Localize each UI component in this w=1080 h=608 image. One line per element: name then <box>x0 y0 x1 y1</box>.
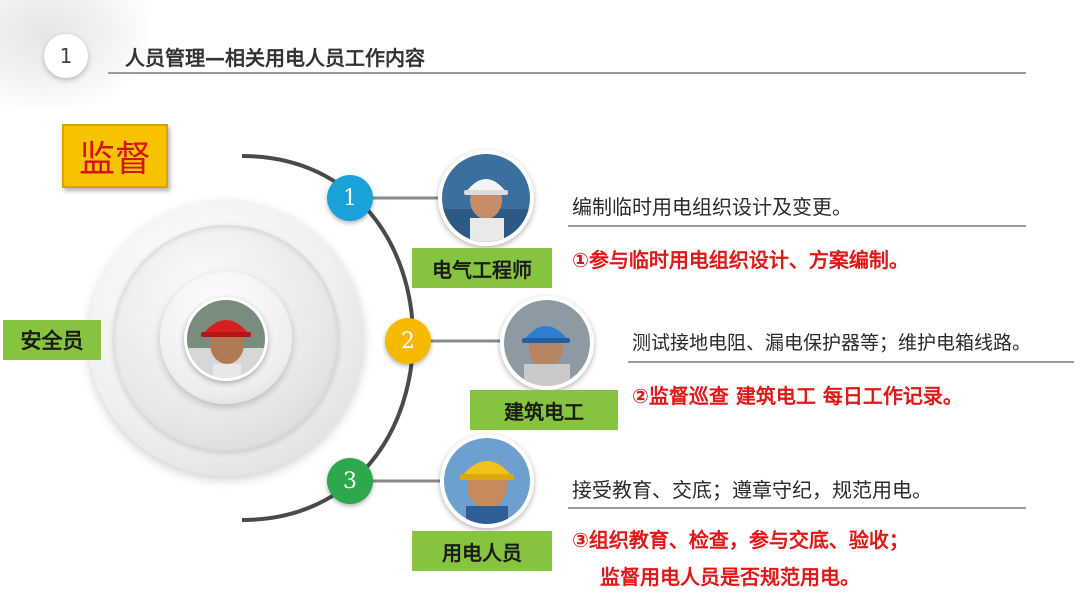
number-badge-1: 1 <box>327 175 373 221</box>
number-3: 3 <box>343 468 357 494</box>
item-3-duty-line-1: ③组织教育、检查，参与交底、验收； <box>572 528 909 552</box>
item-1-description: 编制临时用电组织设计及变更。 <box>572 195 852 219</box>
electrical-engineer-photo <box>438 150 534 246</box>
item-3-underline <box>568 507 1026 509</box>
section-number-badge: 1 <box>44 34 88 78</box>
supervise-box: 监督 <box>62 124 168 188</box>
item-1-duty: ①参与临时用电组织设计、方案编制。 <box>572 248 909 272</box>
item-1-underline <box>568 225 1026 227</box>
section-number: 1 <box>59 44 73 68</box>
safety-officer-photo <box>184 297 268 381</box>
electricity-user-photo <box>440 434 534 528</box>
role-label-electricity-user: 用电人员 <box>412 531 552 571</box>
role-label-construction-electrician: 建筑电工 <box>470 390 618 430</box>
number-badge-3: 3 <box>327 458 373 504</box>
number-2: 2 <box>401 328 415 354</box>
item-2-description: 测试接地电阻、漏电保护器等；维护电箱线路。 <box>632 332 1032 354</box>
item-3-description: 接受教育、交底；遵章守纪，规范用电。 <box>572 478 932 502</box>
title-underline <box>108 72 1026 74</box>
number-badge-2: 2 <box>385 318 431 364</box>
item-2-underline <box>628 361 1074 363</box>
construction-electrician-photo <box>500 296 594 390</box>
item-2-duty: ②监督巡查 建筑电工 每日工作记录。 <box>632 384 963 408</box>
role-label-electrical-engineer: 电气工程师 <box>412 248 552 288</box>
page-title: 人员管理—相关用电人员工作内容 <box>125 46 425 70</box>
number-1: 1 <box>343 185 357 211</box>
item-3-duty-line-2: 监督用电人员是否规范用电。 <box>600 565 860 589</box>
safety-officer-label: 安全员 <box>3 320 101 360</box>
